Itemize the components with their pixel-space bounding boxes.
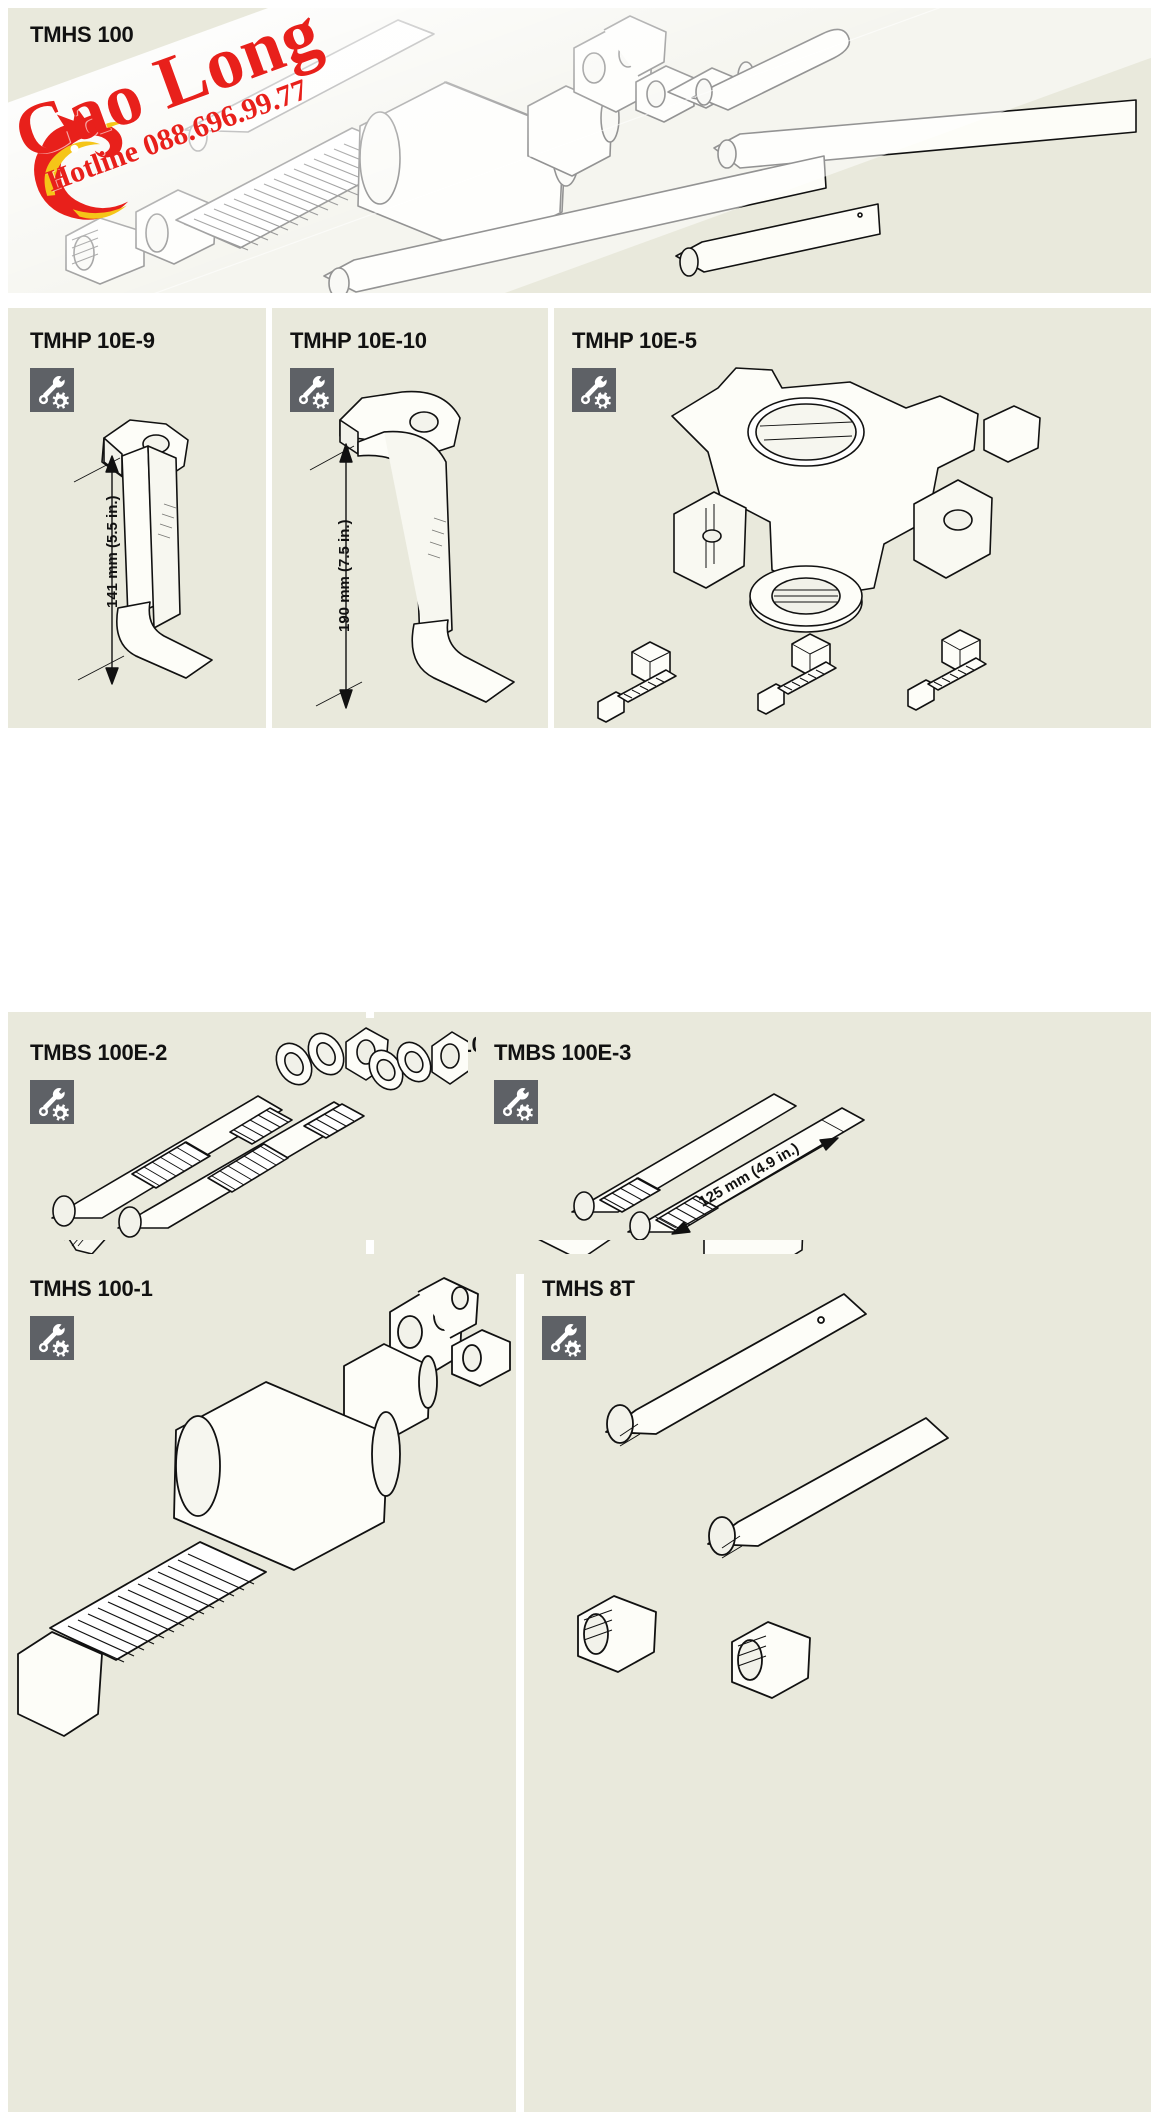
illustration-three-arm-yoke-with-nuts-and-bolts [554, 308, 1151, 728]
illustration-hydraulic-spindle-assembly-exploded [8, 8, 1151, 293]
dimension-label-tmbs-100e-3: 125 mm (4.9 in.) [696, 1139, 802, 1211]
panel-tmbs-100e-2: TMBS 100E-2 [8, 1018, 468, 1240]
panel-title-tmhs-100-1: TMHS 100-1 [30, 1276, 153, 1301]
panel-title-tmhs-100: TMHS 100 [30, 22, 134, 47]
panel-title-tmbs-100e-3: TMBS 100E-3 [494, 1040, 632, 1065]
panel-tmhp-10e-5: TMHP 10E-5 [554, 308, 1151, 728]
panel-tmbs-100e-3: TMBS 100E-3 125 mm (4.9 in.) [476, 1018, 1151, 1240]
wrench-gear-icon [572, 368, 616, 412]
panel-title-tmbs-100e-2: TMBS 100E-2 [30, 1040, 168, 1065]
illustration-extension-tubes-and-adapters [524, 1254, 1151, 2112]
dimension-label-tmhp-10e-9: 141 mm (5.5 in.) [104, 495, 121, 608]
illustration-hydraulic-spindle-with-universal-joint [8, 1254, 516, 2112]
panel-tmhs-100-1: TMHS 100-1 [8, 1254, 516, 2112]
wrench-gear-icon [30, 1080, 74, 1124]
panel-title-tmhs-8t: TMHS 8T [542, 1276, 635, 1301]
wrench-gear-icon [30, 1316, 74, 1360]
panel-tmhp-10e-10: TMHP 10E-10 190 mm (7.5 in.) [272, 308, 548, 728]
panel-title-tmhp-10e-9: TMHP 10E-9 [30, 328, 155, 353]
panel-tmhp-10e-9: TMHP 10E-9 141 mm (5.5 in.) [8, 308, 266, 728]
wrench-gear-icon [30, 368, 74, 412]
panel-tmhs-8t: TMHS 8T [524, 1254, 1151, 2112]
panel-title-tmhp-10e-5: TMHP 10E-5 [572, 328, 697, 353]
wrench-gear-icon [290, 368, 334, 412]
panel-tmhs-100: TMHS 100 [8, 8, 1151, 293]
wrench-gear-icon [542, 1316, 586, 1360]
panel-title-tmhp-10e-10: TMHP 10E-10 [290, 328, 427, 353]
wrench-gear-icon [494, 1080, 538, 1124]
dimension-label-tmhp-10e-10: 190 mm (7.5 in.) [336, 519, 353, 632]
